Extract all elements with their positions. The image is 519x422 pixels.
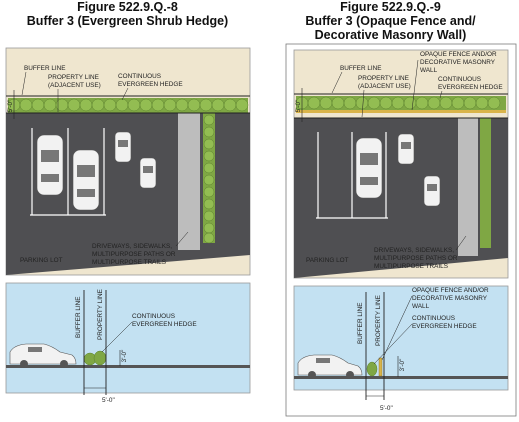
- left-hedge-shrubs: [7, 98, 249, 244]
- left-section-hedge: [83, 350, 107, 366]
- right-parking-asphalt: [294, 118, 508, 278]
- right-section-buffer-line-label: BUFFER LINE: [357, 302, 364, 344]
- left-car-4: [139, 157, 157, 189]
- left-diagram: 5'-0" BUFFER LINE PROPERTY LINE (ADJACEN…: [5, 47, 251, 404]
- right-plan-fence-label-1: OPAQUE FENCE AND/OR: [420, 51, 497, 58]
- right-hedge-shrubs: [295, 96, 501, 110]
- right-panel-frame: [285, 43, 517, 417]
- left-plan-buffer-line-label: BUFFER LINE: [24, 65, 66, 72]
- right-section-width-label: 5'-0": [380, 405, 393, 412]
- right-section-view: BUFFER LINE PROPERTY LINE OPAQUE FENCE A…: [293, 285, 509, 412]
- right-hedge-leader: [439, 90, 443, 99]
- left-plan-property-line-label-2: (ADJACENT USE): [48, 82, 101, 89]
- left-section-car: [9, 343, 77, 368]
- right-section-height-label: 3'-0": [399, 359, 406, 372]
- right-section-hedge-label-2: EVERGREEN HEDGE: [412, 323, 477, 330]
- right-figure-subtitle-line1: Buffer 3 (Opaque Fence and/: [305, 14, 476, 28]
- right-section-hedge-leader: [373, 323, 413, 365]
- right-drive-leader: [455, 235, 467, 251]
- right-section-car: [297, 354, 363, 379]
- right-diagram: 5'-0" BUFFER LINE PROPERTY LINE (ADJACEN…: [285, 43, 517, 417]
- left-walkway: [178, 113, 200, 250]
- right-section-fence-label-1: OPAQUE FENCE AND/OR: [412, 287, 489, 294]
- left-car-3: [114, 131, 132, 163]
- left-section-view: BUFFER LINE PROPERTY LINE CONTINUOUS EVE…: [5, 282, 251, 404]
- left-parking-stripes: [30, 128, 106, 216]
- right-section-fence: [378, 357, 383, 377]
- right-figure-title: Figure 522.9.Q.-9 Buffer 3 (Opaque Fence…: [262, 0, 519, 42]
- right-plan-hedge-label-1: CONTINUOUS: [438, 76, 481, 83]
- left-section-buffer-line-label: BUFFER LINE: [75, 296, 82, 338]
- left-section-hedge-label-1: CONTINUOUS: [132, 313, 175, 320]
- right-section-fence-leader: [381, 295, 413, 361]
- right-fence-line: [296, 110, 506, 113]
- right-plan-property-line-label-1: PROPERTY LINE: [358, 75, 409, 82]
- left-plan-property-line-label-1: PROPERTY LINE: [48, 74, 99, 81]
- right-car-1: [355, 137, 383, 199]
- left-section-width-label: 5'-0": [102, 397, 115, 404]
- right-walkway: [458, 118, 478, 256]
- left-car-1: [36, 134, 64, 196]
- right-section-fence-label-2: DECORATIVE MASONRY: [412, 295, 488, 302]
- left-figure-subtitle: Buffer 3 (Evergreen Shrub Hedge): [26, 14, 229, 28]
- right-section-ground: [294, 376, 508, 379]
- right-plan-fence-label-2: DECORATIVE MASONRY: [420, 59, 496, 66]
- left-plan-drive-label-2: MULTIPURPOSE PATHS OR: [92, 251, 176, 258]
- right-plan-buffer-line-label: BUFFER LINE: [340, 65, 382, 72]
- right-figure-number: Figure 522.9.Q.-9: [340, 0, 441, 14]
- left-plan-drive-label-1: DRIVEWAYS, SIDEWALKS,: [92, 243, 172, 250]
- left-car-2: [72, 149, 100, 211]
- right-plan-hedge-label-2: EVERGREEN HEDGE: [438, 84, 503, 91]
- left-hedge-leader: [121, 87, 129, 101]
- right-plan-view: 5'-0" BUFFER LINE PROPERTY LINE (ADJACEN…: [293, 49, 509, 279]
- right-car-2: [397, 133, 415, 165]
- left-plan-hedge-label-2: EVERGREEN HEDGE: [118, 81, 183, 88]
- right-buffer-line-leader: [331, 71, 343, 94]
- right-plan-fence-label-3: WALL: [420, 67, 438, 74]
- left-buffer-line-leader: [21, 71, 27, 96]
- left-section-ground: [6, 365, 250, 368]
- left-plan-view: 5'-0" BUFFER LINE PROPERTY LINE (ADJACEN…: [5, 47, 251, 276]
- right-section-hedge: [366, 361, 378, 377]
- left-section-hedge-label-2: EVERGREEN HEDGE: [132, 321, 197, 328]
- left-section-hedge-leader: [101, 321, 133, 353]
- right-section-fence-label-3: WALL: [412, 303, 430, 310]
- left-plan-drive-label-3: MULTIPURPOSE TRAILS: [92, 259, 166, 266]
- right-plan-drive-label-3: MULTIPURPOSE TRAILS: [374, 263, 448, 270]
- left-plan-width-label: 5'-0": [7, 100, 14, 113]
- right-car-3: [423, 175, 441, 207]
- left-plan-hedge-label-1: CONTINUOUS: [118, 73, 161, 80]
- right-plan-drive-label-1: DRIVEWAYS, SIDEWALKS,: [374, 247, 454, 254]
- right-section-hedge-label-1: CONTINUOUS: [412, 315, 455, 322]
- left-drive-leader: [175, 231, 189, 247]
- right-plan-drive-label-2: MULTIPURPOSE PATHS OR: [374, 255, 458, 262]
- right-figure-subtitle-line2: Decorative Masonry Wall): [314, 28, 467, 42]
- right-plan-property-line-label-2: (ADJACENT USE): [358, 83, 411, 90]
- right-property-line-leader: [361, 89, 365, 118]
- right-plan-parking-label: PARKING LOT: [306, 257, 349, 264]
- right-fence-leader: [411, 59, 419, 111]
- right-plan-width-label: 5'-0": [295, 100, 302, 113]
- right-parking-stripes: [316, 132, 388, 219]
- left-plan-parking-label: PARKING LOT: [20, 257, 63, 264]
- left-section-sky: [5, 282, 251, 394]
- right-section-property-line-label: PROPERTY LINE: [375, 295, 382, 346]
- left-figure-number: Figure 522.9.Q.-8: [77, 0, 178, 14]
- left-figure-title: Figure 522.9.Q.-8 Buffer 3 (Evergreen Sh…: [0, 0, 255, 28]
- left-section-property-line-label: PROPERTY LINE: [97, 289, 104, 340]
- left-section-height-label: 3'-0": [121, 350, 128, 363]
- right-side-hedge: [480, 118, 491, 248]
